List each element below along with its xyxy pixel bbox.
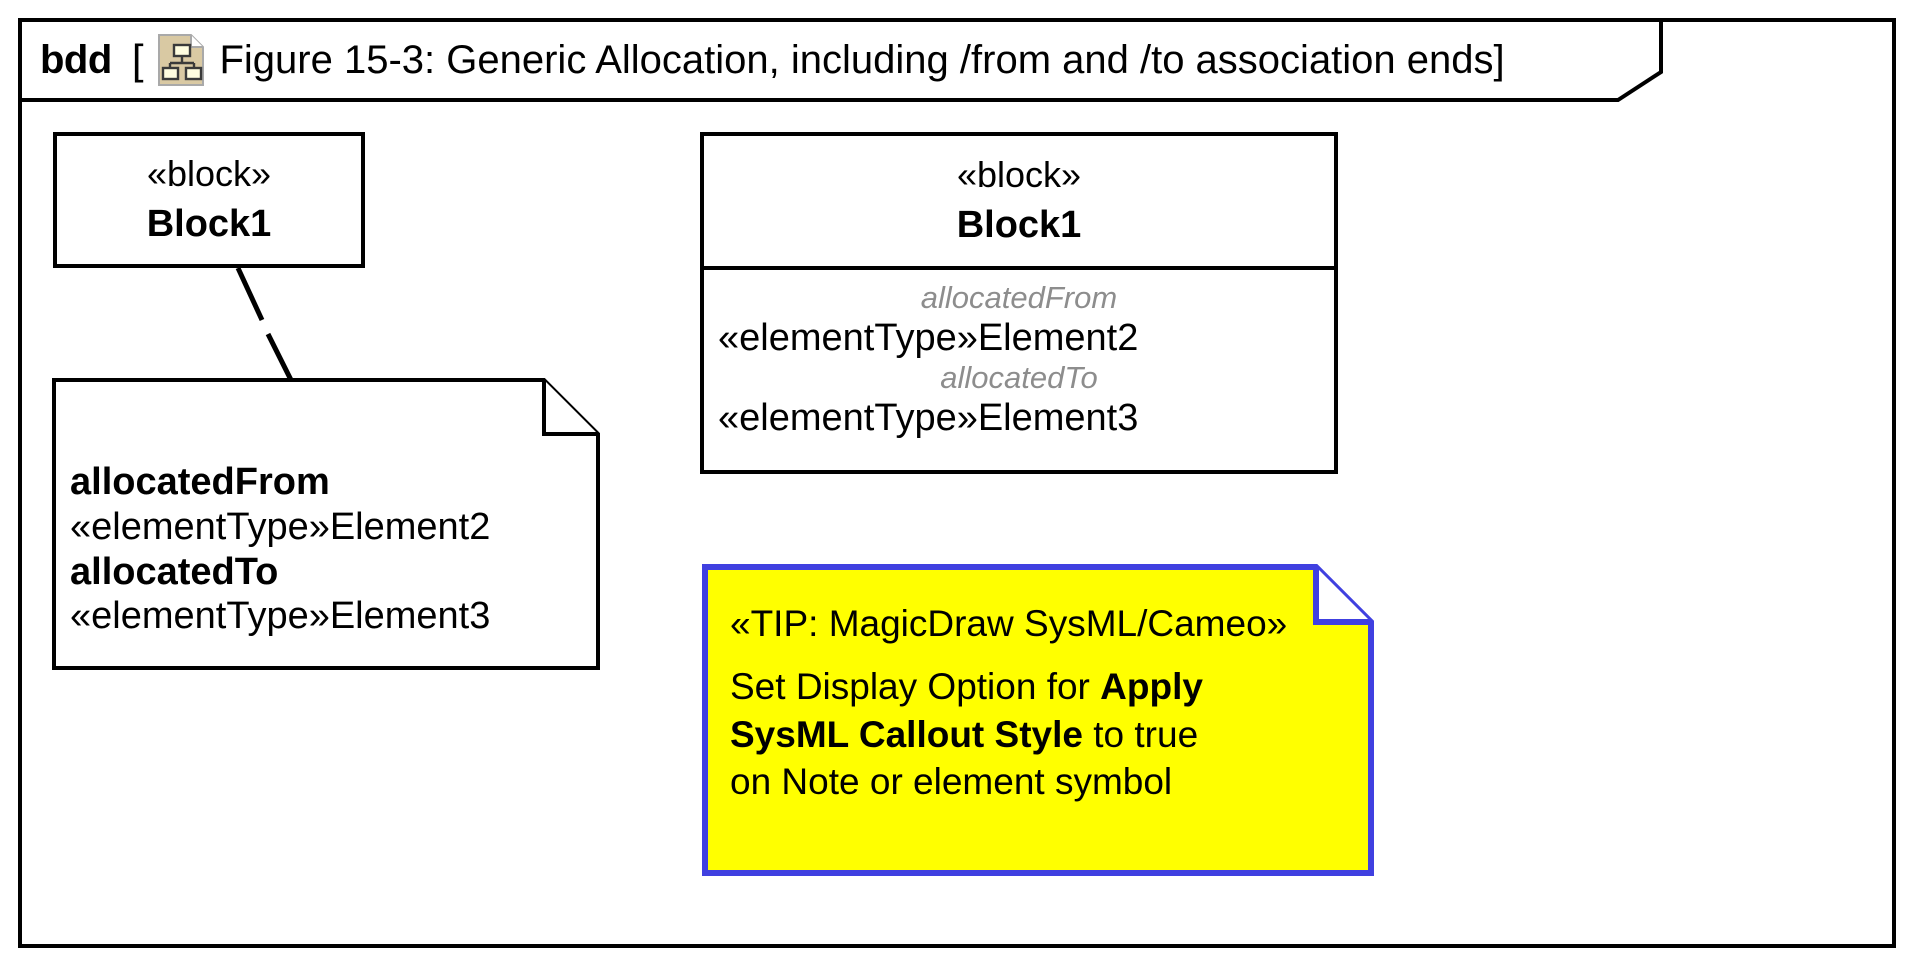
tip-note-shape (702, 564, 1374, 876)
block-left-name: Block1 (146, 202, 272, 245)
note-body: allocatedFrom «elementType»Element2 allo… (70, 460, 584, 639)
note-shape (52, 378, 600, 670)
tip-line-1-bold: Apply (1100, 666, 1203, 708)
diagram-title: Figure 15-3: Generic Allocation, includi… (219, 38, 1505, 82)
block-definition-diagram-icon (157, 33, 205, 87)
tip-line-2-post: to true (1082, 713, 1199, 755)
block-right-stereotype: «block» (956, 154, 1082, 196)
bracket-open: [ (131, 36, 144, 83)
block-left-stereotype: «block» (146, 153, 272, 195)
note-key-allocatedto: allocatedTo (70, 550, 279, 593)
tip-line-2: SysML Callout Style to true (730, 711, 1354, 758)
note-key-allocatedfrom: allocatedFrom (70, 461, 330, 503)
tip-line-3: on Note or element symbol (730, 761, 1173, 803)
feature-value-allocatedto: «elementType»Element3 (718, 397, 1139, 440)
diagram-kind-label: bdd (40, 38, 112, 82)
tip-line-1: Set Display Option for Apply (730, 663, 1354, 710)
feature-value-allocatedfrom: «elementType»Element2 (718, 316, 1139, 359)
block-right-header: «block» Block1 (704, 136, 1334, 270)
block-right-name: Block1 (956, 203, 1082, 246)
note-value-allocatedfrom: «elementType»Element2 (70, 505, 491, 548)
block-left[interactable]: «block» Block1 (53, 132, 365, 268)
tip-spacer (730, 647, 1354, 663)
diagram-header: bdd [ Figure 15-3: Generic Allocation, i… (18, 18, 1663, 102)
tip-heading: «TIP: MagicDraw SysML/Cameo» (730, 603, 1288, 644)
allocation-note[interactable]: allocatedFrom «elementType»Element2 allo… (52, 378, 600, 670)
block-right[interactable]: «block» Block1 allocatedFrom «elementTyp… (700, 132, 1338, 474)
note-value-allocatedto: «elementType»Element3 (70, 595, 491, 638)
tip-line-2-bold: SysML Callout Style (730, 713, 1083, 755)
feature-label-allocatedfrom: allocatedFrom (920, 280, 1118, 315)
block-right-compartment: allocatedFrom «elementType»Element2 allo… (704, 270, 1334, 470)
tip-line-1-pre: Set Display Option for (730, 666, 1101, 708)
tip-note[interactable]: «TIP: MagicDraw SysML/Cameo» Set Display… (702, 564, 1374, 876)
feature-label-allocatedto: allocatedTo (940, 360, 1098, 396)
tip-note-body: «TIP: MagicDraw SysML/Cameo» Set Display… (730, 600, 1354, 805)
